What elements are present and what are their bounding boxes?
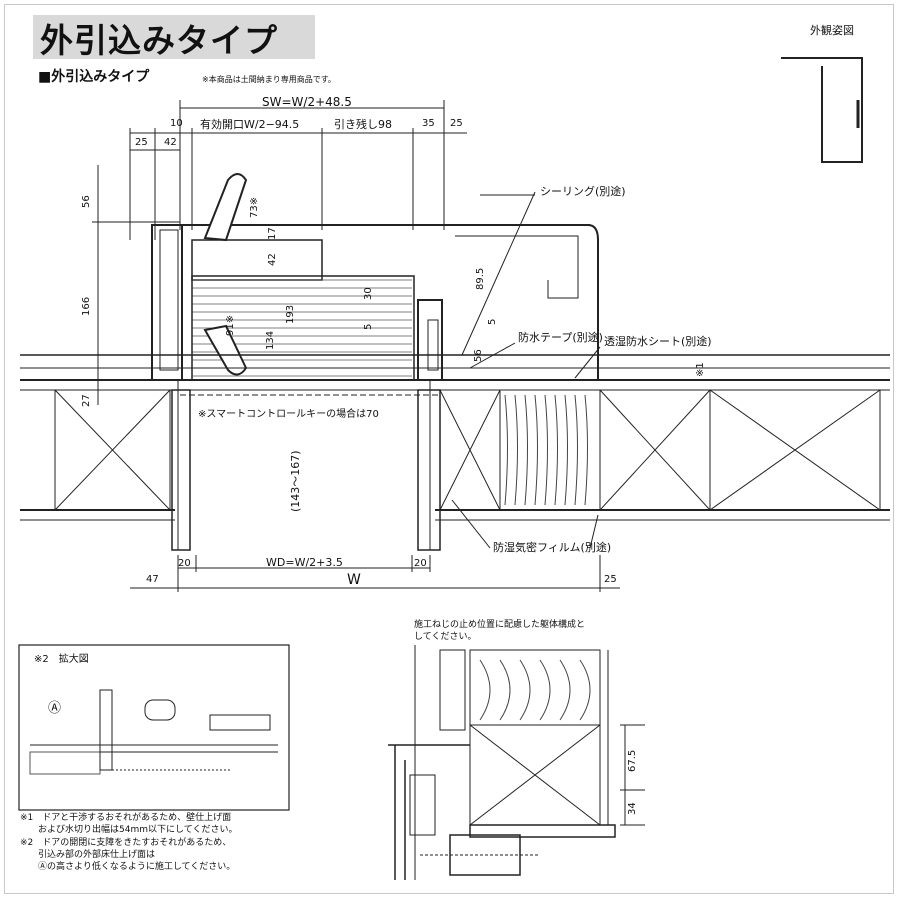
dim-30: 30 (363, 287, 374, 300)
note-1-line-2: および水切り出幅は54mm以下にしてください。 (20, 825, 238, 835)
dim-193: 193 (285, 304, 296, 324)
callout-waterproof-tape: 防水テープ(別途) (518, 331, 603, 344)
section-subtitle: ■外引込みタイプ (38, 69, 150, 85)
dim-note-1: ※1 (695, 362, 706, 377)
dim-56: 56 (81, 195, 92, 208)
note-2-line-2: 引込み部の外部床仕上げ面は (20, 850, 156, 860)
smart-key-note: ※スマートコントロールキーの場合は70 (198, 409, 379, 420)
dim-67-5: 67.5 (627, 749, 638, 772)
dim-25-right: 25 (450, 118, 463, 129)
dim-20-left: 20 (178, 558, 191, 569)
dim-5b: 5 (487, 318, 498, 325)
dim-25-bottom: 25 (604, 574, 617, 585)
callout-sealing: シーリング(別途) (540, 185, 626, 198)
title-background (33, 15, 315, 59)
dim-91: 91※ (225, 314, 236, 336)
note-2-line-1: ※2 ドアの開閉に支障をきたすおそれがあるため、 (20, 838, 232, 848)
dim-56r: 56 (473, 349, 484, 362)
dim-166: 166 (81, 296, 92, 316)
dim-5a: 5 (363, 323, 374, 330)
dim-17: 17 (267, 227, 278, 240)
page-frame (4, 4, 894, 894)
exterior-view-label: 外観姿図 (810, 24, 854, 37)
dim-47: 47 (146, 574, 159, 585)
dim-42: 42 (164, 137, 177, 148)
callout-airtight-film: 防湿気密フィルム(別途) (493, 541, 612, 554)
dim-42v: 42 (267, 253, 278, 266)
enlarged-detail-label: ※2 拡大図 (34, 654, 89, 665)
dim-134: 134 (265, 330, 276, 350)
callout-moisture-sheet: 透湿防水シート(別途) (604, 335, 712, 348)
dim-89-5: 89.5 (475, 267, 486, 290)
dim-10: 10 (170, 118, 183, 129)
dim-34: 34 (627, 802, 638, 815)
dim-73: 73※ (249, 196, 260, 218)
marker-a: Ⓐ (48, 701, 62, 716)
section-note-line-1: 施工ねじの止め位置に配慮した躯体構成と (414, 620, 586, 630)
note-1-line-1: ※1 ドアと干渉するおそれがあるため、壁仕上げ面 (20, 813, 232, 823)
dim-w: W (347, 572, 361, 588)
dim-wd: WD=W/2+3.5 (266, 556, 343, 569)
dim-35: 35 (422, 118, 435, 129)
dim-20-right: 20 (414, 558, 427, 569)
subtitle-note: ※本商品は土間納まり専用商品です。 (202, 75, 336, 84)
dim-effective-opening: 有効開口W/2−94.5 (200, 118, 300, 131)
note-2-line-3: Ⓐの高さより低くなるように施工してください。 (20, 862, 236, 872)
dim-sw: SW=W/2+48.5 (262, 95, 352, 109)
section-note-line-2: してください。 (414, 632, 477, 642)
dim-27: 27 (81, 394, 92, 407)
dim-25-left: 25 (135, 137, 148, 148)
dim-range: (143〜167) (289, 450, 302, 512)
page-title: 外引込みタイプ (40, 21, 278, 60)
exterior-view-shape (781, 57, 863, 163)
dim-pull-remain: 引き残し98 (334, 118, 392, 131)
